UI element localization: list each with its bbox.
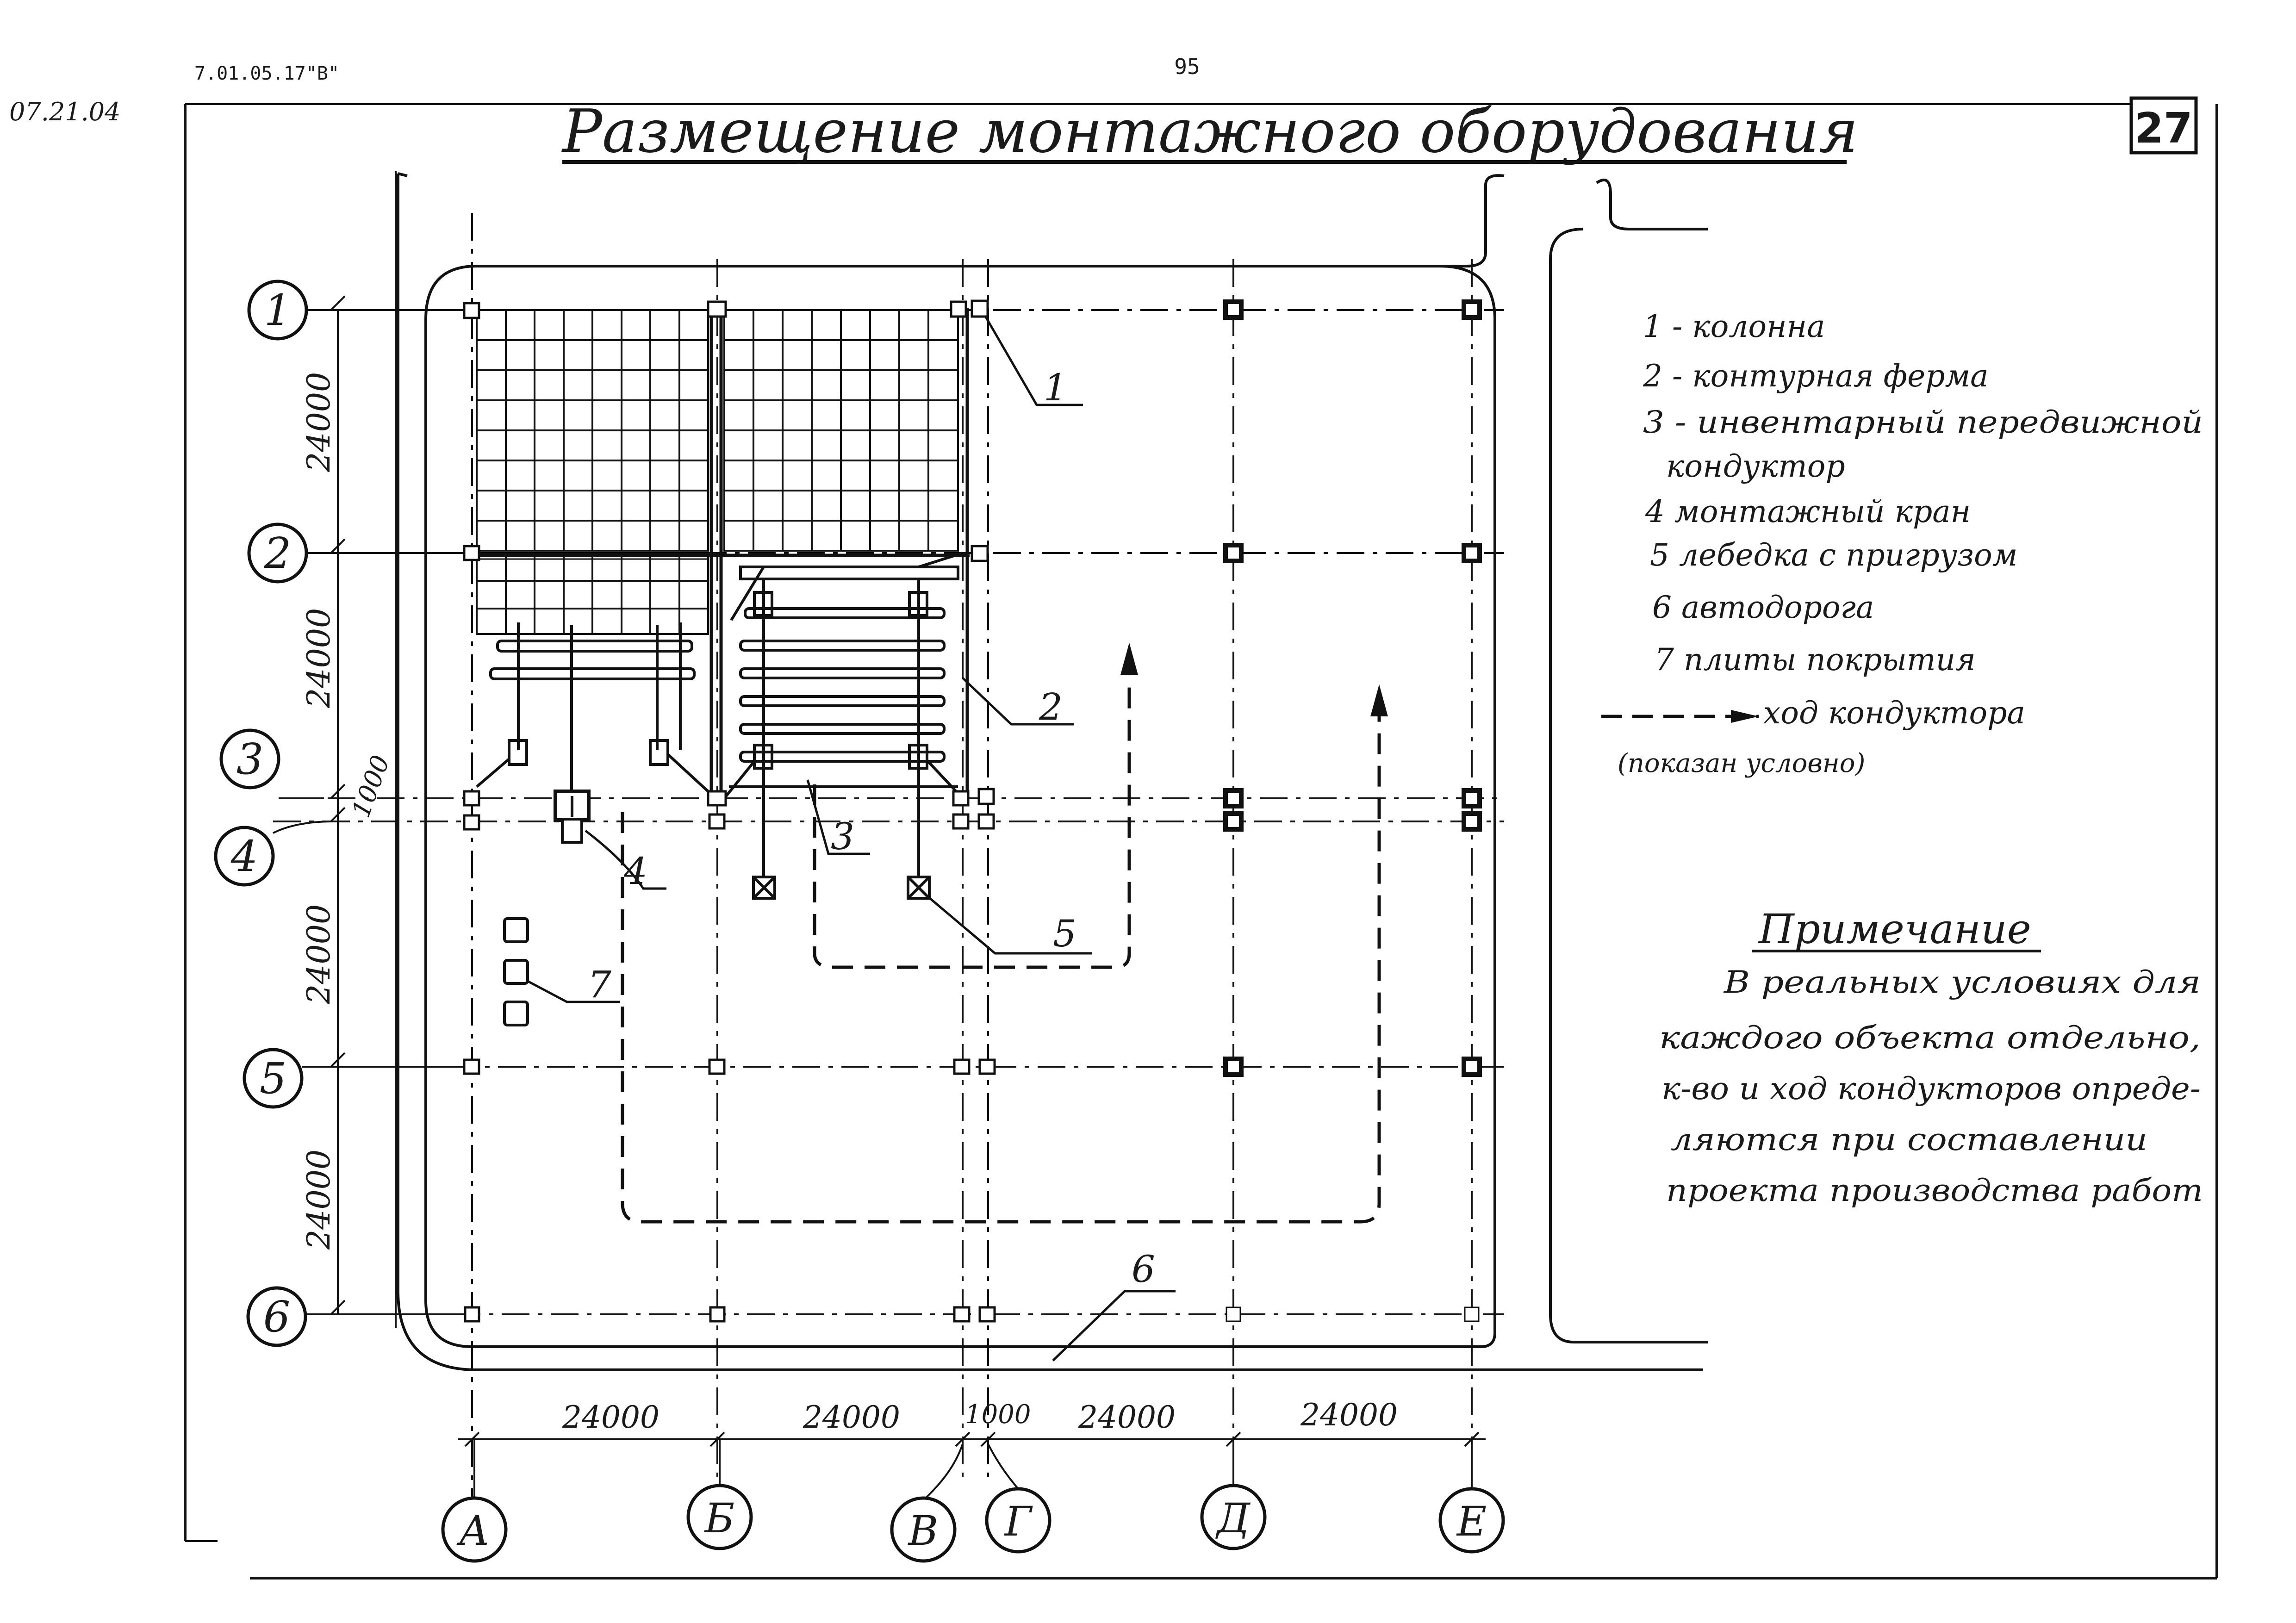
legend: 1 - колонна 2 - контурная ферма 3 - инве…	[1601, 309, 2203, 778]
axis-column-markers: А Б В Г Д Е	[441, 1484, 1505, 1563]
svg-text:2: 2	[264, 529, 292, 578]
callout-4: 4	[623, 850, 647, 893]
legend-item-2: 2 - контурная ферма	[1643, 358, 1989, 394]
callout-3: 3	[831, 815, 854, 858]
axis-row-4: 4	[214, 826, 275, 887]
legend-item-6: 6 автодорога	[1652, 590, 1874, 625]
axis-leaders	[273, 309, 1473, 1499]
roof-slab-grid-left	[476, 309, 709, 635]
dim-h-g-d: 24000	[1078, 1399, 1176, 1435]
page-title: Размещение монтажного оборудования	[561, 97, 1858, 166]
svg-text:А: А	[456, 1507, 490, 1555]
svg-text:Е: Е	[1456, 1498, 1487, 1545]
note-line-1: В реальных условиях для	[1724, 964, 2201, 1000]
legend-item-1: 1 - колонна	[1643, 309, 1825, 344]
axis-col-a: А	[441, 1496, 508, 1563]
note-title: Примечание	[1758, 905, 2031, 953]
roof-slab-grid-right	[723, 309, 959, 552]
note-line-2: каждого объекта отдельно,	[1659, 1020, 2201, 1056]
axis-col-d: Д	[1200, 1484, 1267, 1550]
legend-item-5: 5 лебедка с пригрузом	[1650, 537, 2018, 573]
page-number: 95	[1174, 54, 1200, 79]
svg-text:6: 6	[263, 1292, 291, 1342]
note-line-5: проекта производства работ	[1666, 1173, 2203, 1208]
axis-row-6: 6	[246, 1286, 307, 1347]
axis-col-e: Е	[1438, 1487, 1505, 1554]
conductor-right	[723, 552, 964, 800]
dim-h-d-e: 24000	[1300, 1397, 1398, 1433]
contour-trusses	[477, 308, 970, 796]
svg-text:Д: Д	[1215, 1494, 1251, 1542]
route-arrows	[1120, 642, 1388, 716]
legend-route-label: ход кондуктора	[1763, 695, 2025, 731]
dimension-labels-vertical: 24000 24000 1000 24000 24000	[301, 372, 395, 1250]
svg-text:Г: Г	[1004, 1498, 1033, 1545]
callout-leaders	[527, 316, 1176, 1362]
legend-item-3-cont: кондуктор	[1666, 448, 1845, 484]
axis-row-2: 2	[247, 522, 308, 584]
dimension-labels-horizontal: 24000 24000 1000 24000 24000	[562, 1397, 1398, 1435]
dim-v-4-5: 24000	[301, 904, 337, 1005]
callout-6: 6	[1132, 1248, 1155, 1291]
doc-code: 7.01.05.17"В"	[194, 63, 339, 84]
note-line-3: к-во и ход кондукторов опреде-	[1661, 1071, 2201, 1107]
dim-v-5-6: 24000	[301, 1150, 337, 1250]
axis-col-b: Б	[686, 1484, 753, 1550]
columns	[463, 299, 1482, 1323]
dim-v-3-4: 1000	[346, 752, 395, 821]
axis-row-markers: 1 2 3 4 5 6	[214, 280, 308, 1347]
callout-labels: 1 2 3 4 5 7 6	[588, 366, 1155, 1291]
callout-1: 1	[1044, 366, 1067, 409]
conductor-route	[621, 676, 1381, 1224]
sheet-frame	[184, 103, 2218, 1579]
svg-text:3: 3	[236, 734, 264, 784]
roof-slab-stack	[503, 917, 529, 1026]
callout-7: 7	[588, 963, 611, 1006]
svg-text:Б: Б	[704, 1494, 735, 1542]
axis-grid	[273, 213, 1504, 1498]
axis-row-1: 1	[247, 280, 308, 341]
mounting-crane	[554, 790, 591, 844]
legend-route-note: (показан условно)	[1618, 748, 1865, 778]
dim-v-2-3: 24000	[301, 608, 337, 709]
sheet-number: 27	[2134, 104, 2192, 153]
legend-route-arrow	[1731, 710, 1759, 723]
axis-row-3: 3	[219, 728, 280, 790]
legend-item-7: 7 плиты покрытия	[1655, 642, 1976, 678]
dim-h-b-v: 24000	[803, 1399, 900, 1435]
svg-text:В: В	[908, 1507, 939, 1555]
note-line-4: ляются при составлении	[1671, 1122, 2147, 1157]
side-code: 07.21.04	[9, 97, 120, 126]
axis-col-g: Г	[985, 1487, 1052, 1554]
legend-item-3: 3 - инвентарный передвижной	[1643, 404, 2203, 440]
dim-h-v-g: 1000	[965, 1399, 1031, 1430]
callout-5: 5	[1053, 912, 1076, 955]
svg-text:4: 4	[230, 832, 258, 881]
dim-h-a-b: 24000	[562, 1399, 660, 1435]
road-outline	[397, 172, 1708, 1371]
dimension-lines	[330, 171, 1486, 1447]
winches	[752, 787, 931, 900]
sheet-number-box	[2129, 96, 2198, 155]
svg-text:5: 5	[260, 1054, 287, 1103]
callout-2: 2	[1039, 685, 1063, 728]
legend-item-4: 4 монтажный кран	[1645, 494, 1971, 529]
axis-row-5: 5	[243, 1048, 304, 1109]
dim-v-1-2: 24000	[301, 372, 337, 473]
svg-text:1: 1	[264, 286, 292, 335]
axis-col-v: В	[890, 1496, 957, 1563]
note-block: Примечание В реальных условиях для каждо…	[1659, 905, 2203, 1208]
